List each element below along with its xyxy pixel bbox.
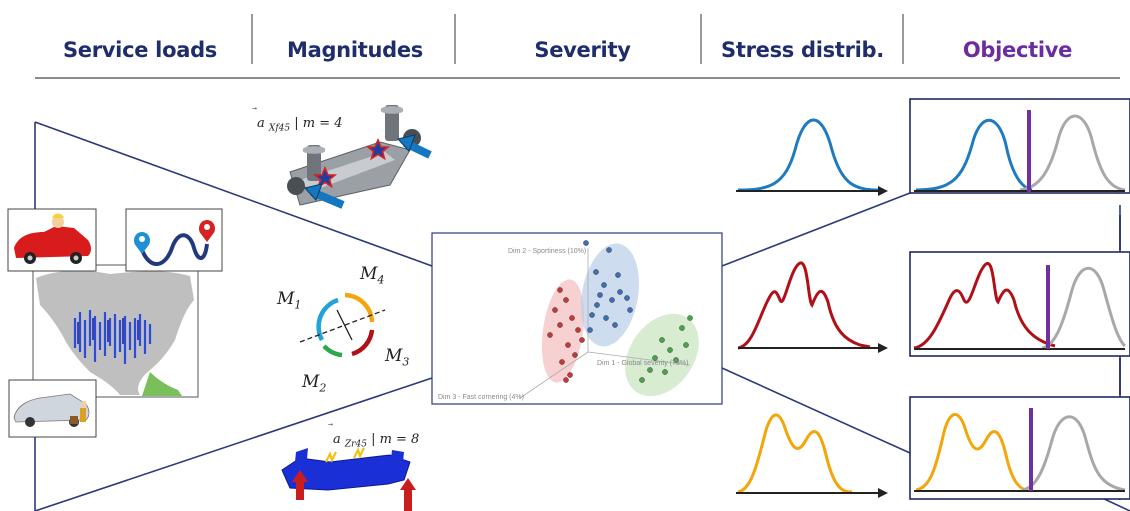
header-stress-distrib: Stress distrib. [721, 38, 884, 62]
pca-point [683, 342, 689, 348]
front-subframe-icon [287, 105, 432, 209]
pca-point [687, 315, 693, 321]
objective-panel-yellow [909, 396, 1130, 500]
m-circle-diagram [299, 292, 386, 358]
pca-point [609, 297, 615, 303]
front-magnitude-formula: ⃗ a Xf45 | m = 4 [257, 116, 343, 134]
pca-point [589, 312, 595, 318]
pca-dim1-label: Dim 1 - Global severity (73%) [597, 360, 688, 367]
m4-label: M4 [360, 264, 385, 287]
rear-magnitude-formula: ⃗ a Zr45 | m = 8 [333, 432, 419, 450]
front-formula-condition: | m = 4 [294, 116, 343, 131]
pca-point [673, 357, 679, 363]
pca-point [647, 367, 653, 373]
pca-point [583, 240, 589, 246]
pca-point [552, 307, 558, 313]
header-dividers [35, 14, 1120, 79]
pca-point [563, 297, 569, 303]
convertible-car-icon [7, 208, 97, 272]
pca-point [572, 352, 578, 358]
pca-point [662, 369, 668, 375]
pca-point [612, 322, 618, 328]
pca-point [597, 292, 603, 298]
pca-plot: Dim 2 - Sportiness (10%) Dim 1 - Global … [431, 232, 723, 405]
pca-dim3-label: Dim 3 - Fast cornering (4%) [438, 394, 524, 401]
funnel-lines [34, 121, 1130, 511]
wagon-car-icon [8, 379, 97, 438]
pca-point [624, 295, 630, 301]
objective-panel-blue [909, 98, 1130, 194]
pca-point [659, 337, 665, 343]
m1-label: M1 [277, 289, 302, 312]
header-objective: Objective [962, 38, 1073, 62]
pca-point [563, 377, 569, 383]
pca-point [547, 332, 553, 338]
m2-label: M2 [302, 372, 327, 395]
m3-label: M3 [385, 346, 410, 369]
rear-formula-subscript: Zr45 [344, 439, 367, 450]
pca-point [615, 272, 621, 278]
pca-point [593, 269, 599, 275]
pca-point [652, 355, 658, 361]
pca-point [639, 377, 645, 383]
pca-point [617, 289, 623, 295]
pca-point [569, 315, 575, 321]
pca-point [594, 302, 600, 308]
header-severity: Severity [534, 38, 631, 62]
objective-panel-red [909, 251, 1130, 357]
pca-point [587, 327, 593, 333]
rear-formula-symbol: a [333, 432, 341, 447]
route-map-pin-icon [125, 208, 223, 272]
pca-point [565, 342, 571, 348]
pca-point [575, 327, 581, 333]
header-magnitudes: Magnitudes [286, 38, 423, 62]
pca-point [567, 372, 573, 378]
rear-axle-icon [281, 447, 416, 511]
pca-point [559, 359, 565, 365]
pca-point [579, 337, 585, 343]
pca-point [601, 282, 607, 288]
north-america-map-icon [32, 264, 199, 398]
front-formula-symbol: a [257, 116, 265, 131]
stress-distrib-curves [736, 118, 888, 498]
pca-point [606, 247, 612, 253]
pca-dim2-label: Dim 2 - Sportiness (10%) [508, 248, 586, 255]
front-formula-subscript: Xf45 [268, 123, 291, 134]
pca-point [557, 287, 563, 293]
rear-formula-condition: | m = 8 [371, 432, 420, 447]
pca-point [627, 307, 633, 313]
header-service-loads: Service loads [62, 38, 218, 62]
pca-point [679, 325, 685, 331]
pca-point [557, 322, 563, 328]
pca-point [667, 347, 673, 353]
pca-point [603, 315, 609, 321]
